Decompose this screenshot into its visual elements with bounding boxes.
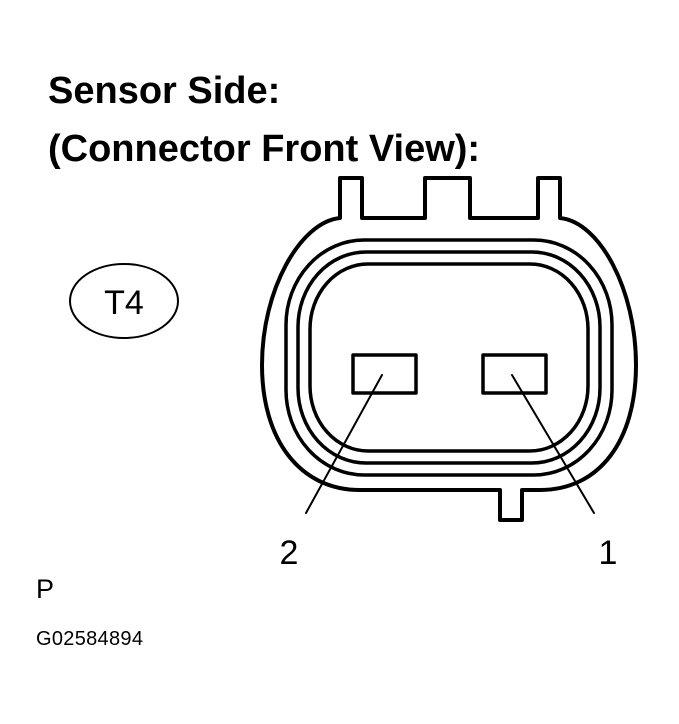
housing-inner-ring xyxy=(296,250,602,465)
title-connector-front-view: (Connector Front View): xyxy=(48,128,481,170)
pin-1-terminal xyxy=(481,353,548,395)
page-letter: P xyxy=(36,574,55,604)
pin-1-number: 1 xyxy=(599,534,618,572)
housing-inner-ring xyxy=(284,238,614,477)
connector-code-badge xyxy=(69,263,179,339)
pin-1-leader-line xyxy=(511,374,595,514)
pin-2-terminal xyxy=(351,353,418,395)
title-sensor-side: Sensor Side: xyxy=(48,70,281,112)
connector-code-label: T4 xyxy=(104,284,144,322)
pin-2-leader-line xyxy=(305,374,383,514)
pin-2-number: 2 xyxy=(280,534,299,572)
figure-code: G02584894 xyxy=(36,628,144,650)
housing-inner-ring xyxy=(308,262,590,453)
connector-housing-outline xyxy=(260,176,638,522)
